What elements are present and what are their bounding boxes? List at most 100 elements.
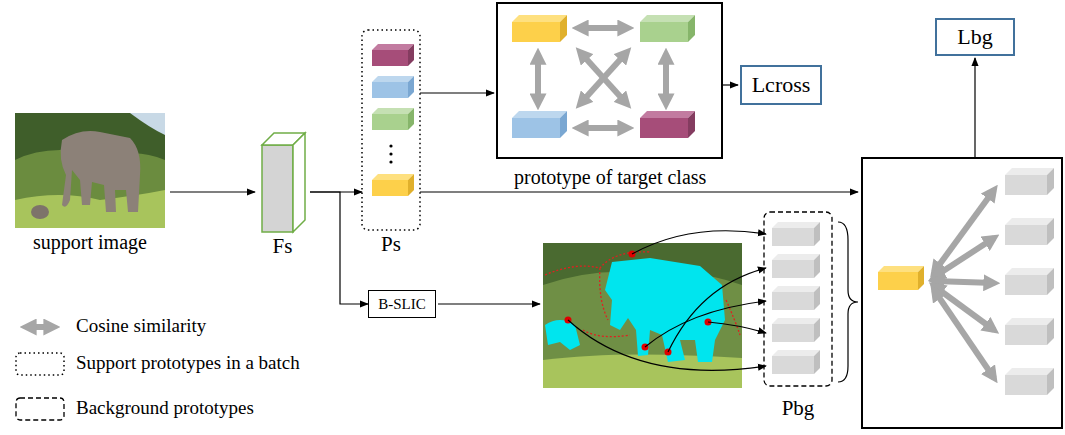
legend-sample-part	[26, 324, 54, 330]
background-prototypes-part	[814, 286, 820, 310]
superpixel-image-part	[605, 258, 725, 362]
legend-sample-part	[16, 353, 64, 375]
superpixel-image-part	[565, 251, 712, 356]
background-prototypes-part	[772, 356, 814, 374]
cross-similarity-box-part-part	[580, 52, 627, 104]
background-prototypes-part	[772, 292, 814, 310]
background-similarity-box-part	[1005, 368, 1054, 375]
flow-arrow-part	[723, 84, 738, 85]
feature-block-part	[293, 133, 305, 232]
feature-block-part	[262, 145, 293, 232]
background-similarity-box-part	[1047, 318, 1054, 345]
background-prototypes-part	[814, 318, 820, 342]
node-label: Ps	[381, 233, 401, 256]
background-similarity-box-part	[878, 266, 924, 272]
support-prototypes-part	[408, 108, 414, 130]
flow-arrow-part	[420, 92, 494, 93]
legend-text: Support prototypes in a batch	[74, 353, 302, 374]
superpixel-image-part	[545, 252, 740, 337]
background-similarity-box-part	[934, 190, 994, 378]
flow-arrow-part	[420, 191, 858, 192]
background-similarity-box-part	[1047, 368, 1054, 395]
background-prototypes-part	[814, 350, 820, 374]
superpixel-image-part-part	[632, 231, 766, 254]
feature-block	[262, 133, 305, 232]
superpixel-image-part	[568, 231, 766, 371]
support-photo-part	[15, 113, 165, 228]
background-similarity-box-part	[1047, 218, 1054, 245]
background-prototypes-part	[764, 212, 832, 386]
cross-similarity-box-part	[640, 15, 695, 22]
background-prototypes-part	[772, 260, 814, 278]
superpixel-image-part-part	[568, 320, 766, 370]
prototype-group: Ps	[362, 30, 420, 256]
legend-sample-part	[16, 398, 64, 420]
support-prototypes-part	[372, 44, 414, 50]
loss-box: Lbg	[935, 18, 1015, 56]
support-prototypes-part	[389, 144, 392, 147]
support-prototypes-part	[408, 174, 414, 196]
background-similarity-box-part	[1047, 268, 1054, 295]
support-prototypes-part	[408, 76, 414, 98]
cross-similarity-box-part	[640, 22, 688, 42]
support-prototypes-part	[372, 82, 408, 98]
background-similarity-box-part	[1005, 318, 1054, 325]
background-prototypes-part	[772, 222, 820, 228]
loss-box: Lcross	[740, 65, 822, 105]
cross-similarity-box-part	[512, 118, 560, 138]
cross-similarity-box-part-part	[663, 54, 669, 104]
background-similarity-box-part-part	[934, 238, 994, 277]
background-similarity-box-part	[1005, 275, 1047, 295]
legend-text: Background prototypes	[74, 398, 256, 419]
background-similarity-box-part	[1005, 218, 1054, 225]
background-similarity-box-part	[878, 272, 918, 290]
brace	[838, 222, 858, 382]
support-photo-part	[61, 131, 141, 212]
cross-similarity-box-part	[497, 3, 722, 158]
flow-arrow	[310, 192, 368, 304]
superpixel-image-part-part	[645, 301, 766, 347]
background-similarity-box-part	[1005, 268, 1054, 275]
feature-node: Fs	[255, 130, 310, 258]
background-prototypes-part	[772, 350, 820, 356]
node-label: support image	[33, 231, 147, 253]
node-label: B-SLIC	[378, 296, 426, 313]
support-prototypes-part	[372, 50, 408, 66]
cross-similarity-box-part	[538, 28, 666, 128]
background-similarity-box-part	[1005, 225, 1047, 245]
node-label: Pbg	[782, 397, 815, 420]
support-prototypes-part	[372, 108, 414, 114]
cross-similarity-box-part	[512, 15, 567, 22]
cross-similarity-box-part	[688, 111, 695, 138]
support-photo-part	[31, 205, 49, 219]
background-prototypes-part	[772, 286, 820, 292]
background-prototypes-part	[814, 254, 820, 278]
background-prototypes-part	[772, 228, 814, 246]
background-prototypes	[764, 212, 832, 386]
cross-similarity-box-part-part	[578, 25, 628, 31]
node-label: Lcross	[752, 73, 811, 97]
cross-similarity-box-part	[512, 22, 560, 42]
superpixel-image-part-part	[708, 322, 766, 333]
cross-similarity-box-part	[512, 111, 567, 118]
node-label: Fs	[273, 235, 293, 258]
support-prototypes	[362, 30, 420, 230]
cross-similarity-box-part	[560, 15, 567, 42]
support-prototypes-part	[389, 160, 392, 163]
cross-similarity-box-part-part	[580, 52, 627, 104]
flow-arrow	[170, 191, 255, 192]
background-similarity-box-part-part	[934, 281, 994, 283]
background-prototypes-part	[814, 222, 820, 246]
background-prototypes-part	[772, 254, 820, 260]
background-similarity-box-part	[1005, 175, 1047, 195]
background-similarity-box-part	[918, 266, 924, 290]
line-label: prototype of target class	[512, 166, 708, 188]
background-similarity-box-part-part	[934, 290, 994, 378]
cross-similarity-box-part-part	[578, 125, 628, 131]
legend-sample	[16, 327, 64, 420]
superpixel-image-part	[545, 320, 580, 350]
cross-similarity-box-part-part	[535, 54, 541, 104]
flow-arrow-part	[974, 58, 975, 157]
cross-similarity-box-part	[560, 111, 567, 138]
